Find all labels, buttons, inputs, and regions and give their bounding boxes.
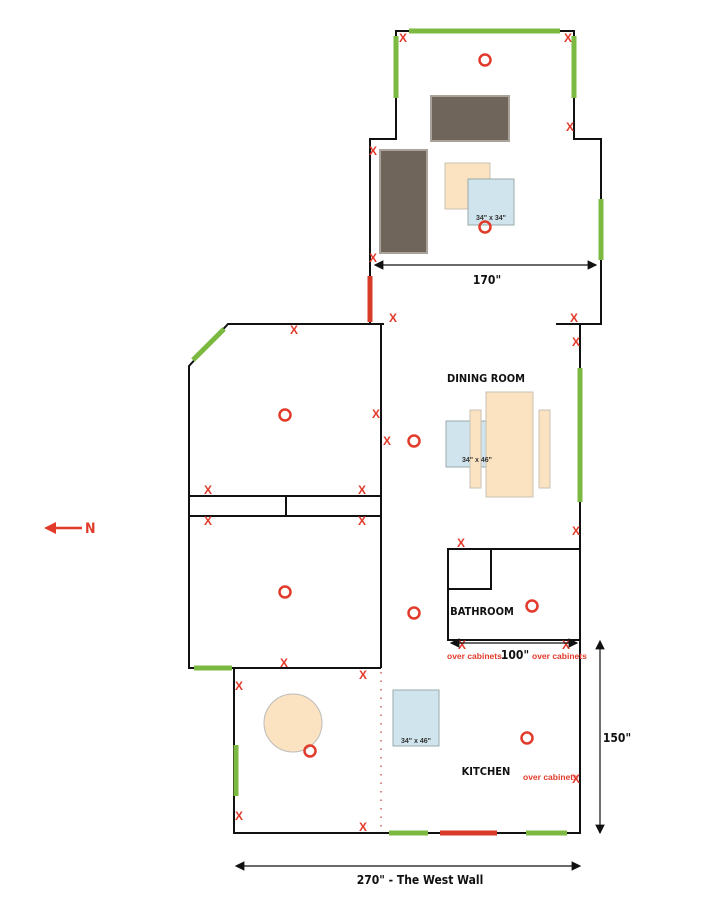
light-icon <box>520 731 534 745</box>
outlet-x-icon: X <box>572 524 580 538</box>
outlet-x-icon: X <box>359 668 367 682</box>
light-icon <box>407 606 421 620</box>
compass-label: N <box>85 521 96 537</box>
note-over-cabinets: over cabinets <box>447 651 502 661</box>
window <box>191 327 226 362</box>
outlet-x-icon: X <box>572 772 580 786</box>
outlet-x-icon: X <box>290 323 298 337</box>
arrow-left-icon <box>44 522 82 534</box>
outlet-x-icon: X <box>570 311 578 325</box>
dimension-bathroom-width: 100" <box>501 648 529 662</box>
note-over-cabinets: over cabinets <box>523 772 578 782</box>
kitchen-rug-label: 34" x 46" <box>401 738 431 745</box>
dining-rug-label: 34" x 46" <box>462 457 492 464</box>
bathroom-walls <box>447 548 580 641</box>
outlet-x-icon: X <box>572 335 580 349</box>
outlet-x-icon: X <box>235 809 243 823</box>
outlet-x-icon: X <box>458 638 466 652</box>
light-fixtures <box>278 53 539 758</box>
round-table <box>263 693 323 753</box>
light-icon <box>278 408 292 422</box>
sofa <box>430 95 510 142</box>
outlet-x-icon: X <box>369 251 377 265</box>
outlet-x-icon: X <box>358 514 366 528</box>
room-labels: DINING ROOM BATHROOM KITCHEN <box>447 372 525 778</box>
outlet-x-icon: X <box>358 483 366 497</box>
living-rug-label: 34" x 34" <box>476 215 506 222</box>
light-icon <box>478 53 492 67</box>
outlet-x-icon: X <box>383 434 391 448</box>
outlet-x-icon: X <box>457 536 465 550</box>
outlet-x-icon: X <box>389 311 397 325</box>
outlet-x-icon: X <box>359 820 367 834</box>
dimension-lines <box>234 260 605 871</box>
light-icon <box>525 599 539 613</box>
outlet-x-icon: X <box>399 31 407 45</box>
dimension-kitchen-height: 150" <box>603 731 631 745</box>
dining-bench <box>538 409 551 489</box>
sofa <box>379 149 428 254</box>
outlet-x-icon: X <box>204 514 212 528</box>
living-room-walls <box>369 30 602 325</box>
kitchen-rug <box>392 689 440 747</box>
doors <box>367 276 497 836</box>
windows <box>191 28 604 836</box>
dining-rug <box>445 420 493 468</box>
dimension-west-wall: 270" - The West Wall <box>357 873 484 887</box>
bathroom-closet <box>448 549 492 590</box>
room-label-kitchen: KITCHEN <box>462 765 511 778</box>
outlet-x-icon: X <box>564 31 572 45</box>
dining-bench <box>469 409 482 489</box>
light-icon <box>303 744 317 758</box>
outlet-x-icon: X <box>204 483 212 497</box>
outlet-x-icon: X <box>235 679 243 693</box>
dining-table <box>485 391 534 498</box>
outlet-x-icon: X <box>369 144 377 158</box>
compass: N <box>44 521 96 537</box>
outlet-x-icon: X <box>566 120 574 134</box>
room-label-bathroom: BATHROOM <box>450 605 514 618</box>
light-icon <box>407 434 421 448</box>
living-rug <box>467 178 515 226</box>
dimension-living-width: 170" <box>473 273 501 287</box>
outlet-x-icon: X <box>280 656 288 670</box>
notes: over cabinets over cabinets over cabinet… <box>447 651 587 782</box>
dimension-labels: 170" 100" 150" 270" - The West Wall <box>357 273 631 887</box>
light-icon <box>278 585 292 599</box>
outlet-x-icon: X <box>562 638 570 652</box>
light-icon <box>478 220 492 234</box>
outlet-x-icon: X <box>372 407 380 421</box>
furniture: 34" x 34" 34" x 46" 34" x 46" <box>263 95 551 753</box>
room-label-dining: DINING ROOM <box>447 372 525 385</box>
note-over-cabinets: over cabinets <box>532 651 587 661</box>
